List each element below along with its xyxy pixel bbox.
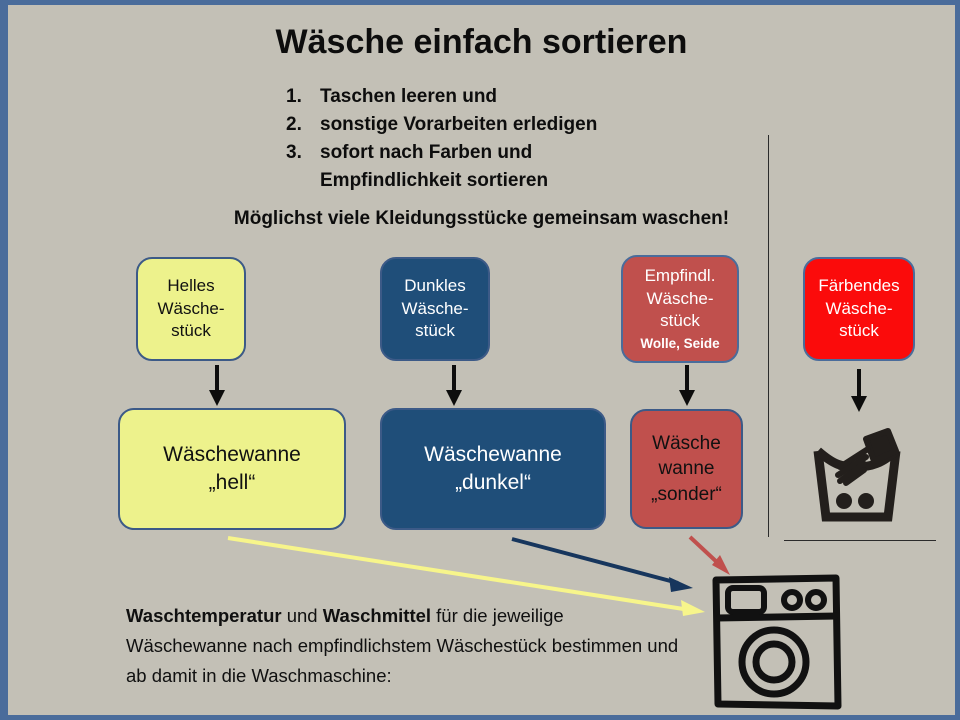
box-waeschewanne-sonder[interactable]: Wäsche wanne „sonder“ xyxy=(630,409,743,529)
arrow-sonder-to-machine xyxy=(688,535,730,575)
step-text: Taschen leeren und xyxy=(320,86,498,107)
box-helles-waeschestueck[interactable]: Helles Wäsche- stück xyxy=(136,257,246,361)
box-line: Wäschewanne xyxy=(163,443,301,467)
list-item: Empfindlichkeit sortieren xyxy=(286,167,716,195)
step-number: 3. xyxy=(286,142,302,164)
arrow-hell-to-machine xyxy=(227,536,705,616)
step-number: 1. xyxy=(286,86,302,107)
box-line: stück xyxy=(839,321,879,341)
box-faerbendes-waeschestueck[interactable]: Färbendes Wäsche- stück xyxy=(803,257,915,361)
box-dunkles-waeschestueck[interactable]: Dunkles Wäsche- stück xyxy=(380,257,490,361)
list-item: 3. sofort nach Farben und xyxy=(286,139,716,167)
box-line: wanne xyxy=(658,458,715,480)
vertical-divider xyxy=(768,135,769,537)
box-line: Empfindl. xyxy=(644,266,716,286)
subtitle: Möglichst viele Kleidungsstücke gemeinsa… xyxy=(233,208,730,229)
box-waeschewanne-dunkel[interactable]: Wäschewanne „dunkel“ xyxy=(380,408,606,530)
box-line: stück xyxy=(171,321,211,341)
box-waeschewanne-hell[interactable]: Wäschewanne „hell“ xyxy=(118,408,346,530)
box-line: Wäsche- xyxy=(646,288,714,308)
horizontal-divider xyxy=(784,540,936,541)
step-text: sonstige Vorarbeiten erledigen xyxy=(320,114,598,136)
box-line: „dunkel“ xyxy=(455,471,531,494)
box-subnote: Wolle, Seide xyxy=(640,335,720,351)
steps-list: 1. Taschen leeren und 2. sonstige Vorarb… xyxy=(286,83,716,195)
page-title: Wäsche einfach sortieren xyxy=(275,23,688,61)
bottom-note-rest: für die jeweilige Wäschewanne nach empfi… xyxy=(126,605,679,686)
box-line: Färbendes xyxy=(818,276,900,296)
handwash-tub-icon xyxy=(813,428,901,522)
step-text: sofort nach Farben und xyxy=(320,142,533,164)
bottom-note-bold-1: Waschtemperatur xyxy=(126,605,282,626)
step-text: Empfindlichkeit sortieren xyxy=(320,170,549,192)
box-line: Wäsche- xyxy=(825,298,893,318)
box-line: Wäsche- xyxy=(157,298,225,318)
box-line: Dunkles xyxy=(404,276,466,296)
down-arrow-icon xyxy=(851,369,867,412)
bottom-note-mid: und xyxy=(281,605,323,626)
step-number: 2. xyxy=(286,114,302,136)
down-arrow-icon xyxy=(679,365,695,406)
box-line: Wäsche- xyxy=(401,298,469,318)
list-item: 1. Taschen leeren und xyxy=(286,83,716,111)
down-arrow-icon xyxy=(446,365,462,406)
bottom-note: Waschtemperatur und Waschmittel für die … xyxy=(126,601,686,691)
washing-machine-icon xyxy=(712,574,842,710)
list-item: 2. sonstige Vorarbeiten erledigen xyxy=(286,111,716,139)
box-line: Wäsche xyxy=(652,433,721,455)
box-line: stück xyxy=(660,311,700,331)
box-empfindliches-waeschestueck[interactable]: Empfindl. Wäsche- stück Wolle, Seide xyxy=(621,255,739,363)
box-line: „sonder“ xyxy=(651,483,722,505)
box-line: „hell“ xyxy=(208,471,256,494)
bottom-note-bold-2: Waschmittel xyxy=(322,605,432,626)
box-line: stück xyxy=(415,321,455,341)
arrow-dunkel-to-machine xyxy=(511,537,693,592)
box-line: Helles xyxy=(167,276,215,296)
box-line: Wäschewanne xyxy=(424,443,562,467)
down-arrow-icon xyxy=(209,365,225,406)
